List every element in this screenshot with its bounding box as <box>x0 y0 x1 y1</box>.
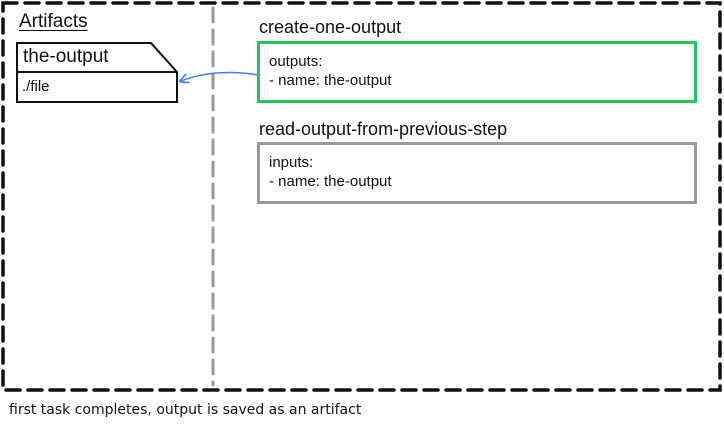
artifact-name: the-output <box>23 46 109 67</box>
artifact-path: ./file <box>22 78 50 95</box>
output-arrow <box>181 71 259 81</box>
step-config-line: - name: the-output <box>269 173 392 190</box>
step-config-line: - name: the-output <box>269 72 392 89</box>
step-box-create-one-output: outputs: - name: the-output <box>257 41 697 103</box>
step-title-read-output: read-output-from-previous-step <box>259 119 508 139</box>
artifacts-heading: Artifacts <box>19 11 88 32</box>
diagram-caption: first task completes, output is saved as… <box>9 402 362 418</box>
step-title-create-one-output: create-one-output <box>259 17 402 37</box>
step-config-line: inputs: <box>269 154 314 171</box>
step-config-line: outputs: <box>269 53 323 70</box>
step-box-read-output: inputs: - name: the-output <box>257 142 697 204</box>
outer-dashed-border <box>1 1 722 392</box>
